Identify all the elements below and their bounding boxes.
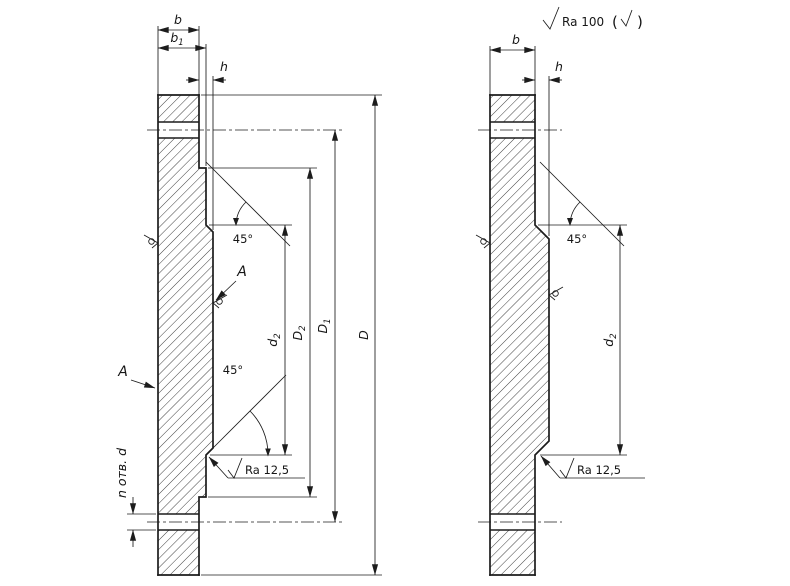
surface-roughness-icon: [548, 286, 564, 301]
roughness-check-icon: [559, 457, 575, 479]
general-roughness-value: Ra 100: [562, 15, 604, 29]
flange-outline: [198, 94, 214, 576]
dim-label-b1: b1: [170, 30, 183, 48]
bolt-hole-edges: [490, 513, 535, 531]
section-hatch: [490, 138, 549, 514]
view-label-a-upper: A: [215, 264, 247, 301]
general-roughness-note: Ra 100 ( ): [542, 6, 643, 31]
section-hatch: [490, 530, 535, 575]
roughness-callout: Ra 12,5: [208, 456, 305, 479]
angle-dimension-top: 45°: [539, 161, 625, 247]
roughness-value: Ra 12,5: [577, 463, 621, 477]
bolt-hole-edges: [158, 121, 199, 139]
surface-roughness-icon: [475, 234, 491, 249]
angle-label-top: 45°: [233, 232, 253, 246]
roughness-check-icon: [227, 457, 243, 479]
paren-close: ): [637, 13, 643, 31]
holes-note-label: n отв. d: [114, 448, 129, 498]
roughness-check-icon: [620, 9, 633, 27]
dimension-b: b: [489, 32, 536, 54]
dimension-d2: d2: [265, 224, 289, 456]
dim-label-d2: d2: [265, 333, 283, 346]
dim-label-b: b: [174, 12, 182, 27]
view-label-a-left: A: [117, 364, 156, 389]
section-hatch: [158, 138, 213, 514]
dim-label-h: h: [555, 59, 563, 74]
dimension-h: h: [522, 59, 563, 84]
left-flange-view: b b1 h d2 D2 D1 D: [114, 12, 382, 576]
dimension-h: h: [186, 59, 228, 84]
section-hatch: [158, 530, 199, 575]
dimension-holes: n отв. d: [114, 448, 137, 547]
dim-label-d2: d2: [601, 333, 619, 346]
view-a-label: A: [236, 264, 247, 280]
section-hatch: [158, 95, 199, 122]
dimension-b1: b1: [157, 30, 207, 52]
dim-label-D1: D1: [315, 318, 333, 333]
angle-label-bottom: 45°: [223, 363, 243, 377]
dim-label-h: h: [220, 59, 228, 74]
roughness-check-icon: [542, 6, 560, 30]
surface-roughness-icon: [143, 234, 159, 249]
roughness-callout: Ra 12,5: [540, 455, 645, 479]
paren-open: (: [612, 13, 618, 31]
view-a-label: A: [117, 364, 128, 380]
bolt-hole-edges: [158, 513, 199, 531]
dim-label-D2: D2: [290, 325, 308, 340]
dim-label-D: D: [356, 330, 371, 340]
surface-roughness-icon: [212, 294, 228, 309]
dimension-D: D: [356, 94, 379, 576]
dimension-d2: d2: [601, 224, 624, 456]
extension-lines: [489, 46, 627, 456]
dimension-D1: D1: [315, 129, 339, 523]
flange-outline: [534, 94, 550, 576]
roughness-value: Ra 12,5: [245, 463, 289, 477]
extension-lines: [127, 26, 382, 576]
dimension-b: b: [157, 12, 200, 34]
right-flange-view: b h d2 45° Ra 12,5: [475, 32, 645, 576]
dimension-D2: D2: [290, 167, 314, 498]
section-hatch: [490, 95, 535, 122]
angle-dimension-top: 45°: [205, 161, 291, 247]
dim-label-b: b: [512, 32, 520, 47]
bolt-hole-edges: [490, 121, 535, 139]
angle-label-top: 45°: [567, 232, 587, 246]
angle-dimension-bottom: 45°: [206, 363, 287, 457]
